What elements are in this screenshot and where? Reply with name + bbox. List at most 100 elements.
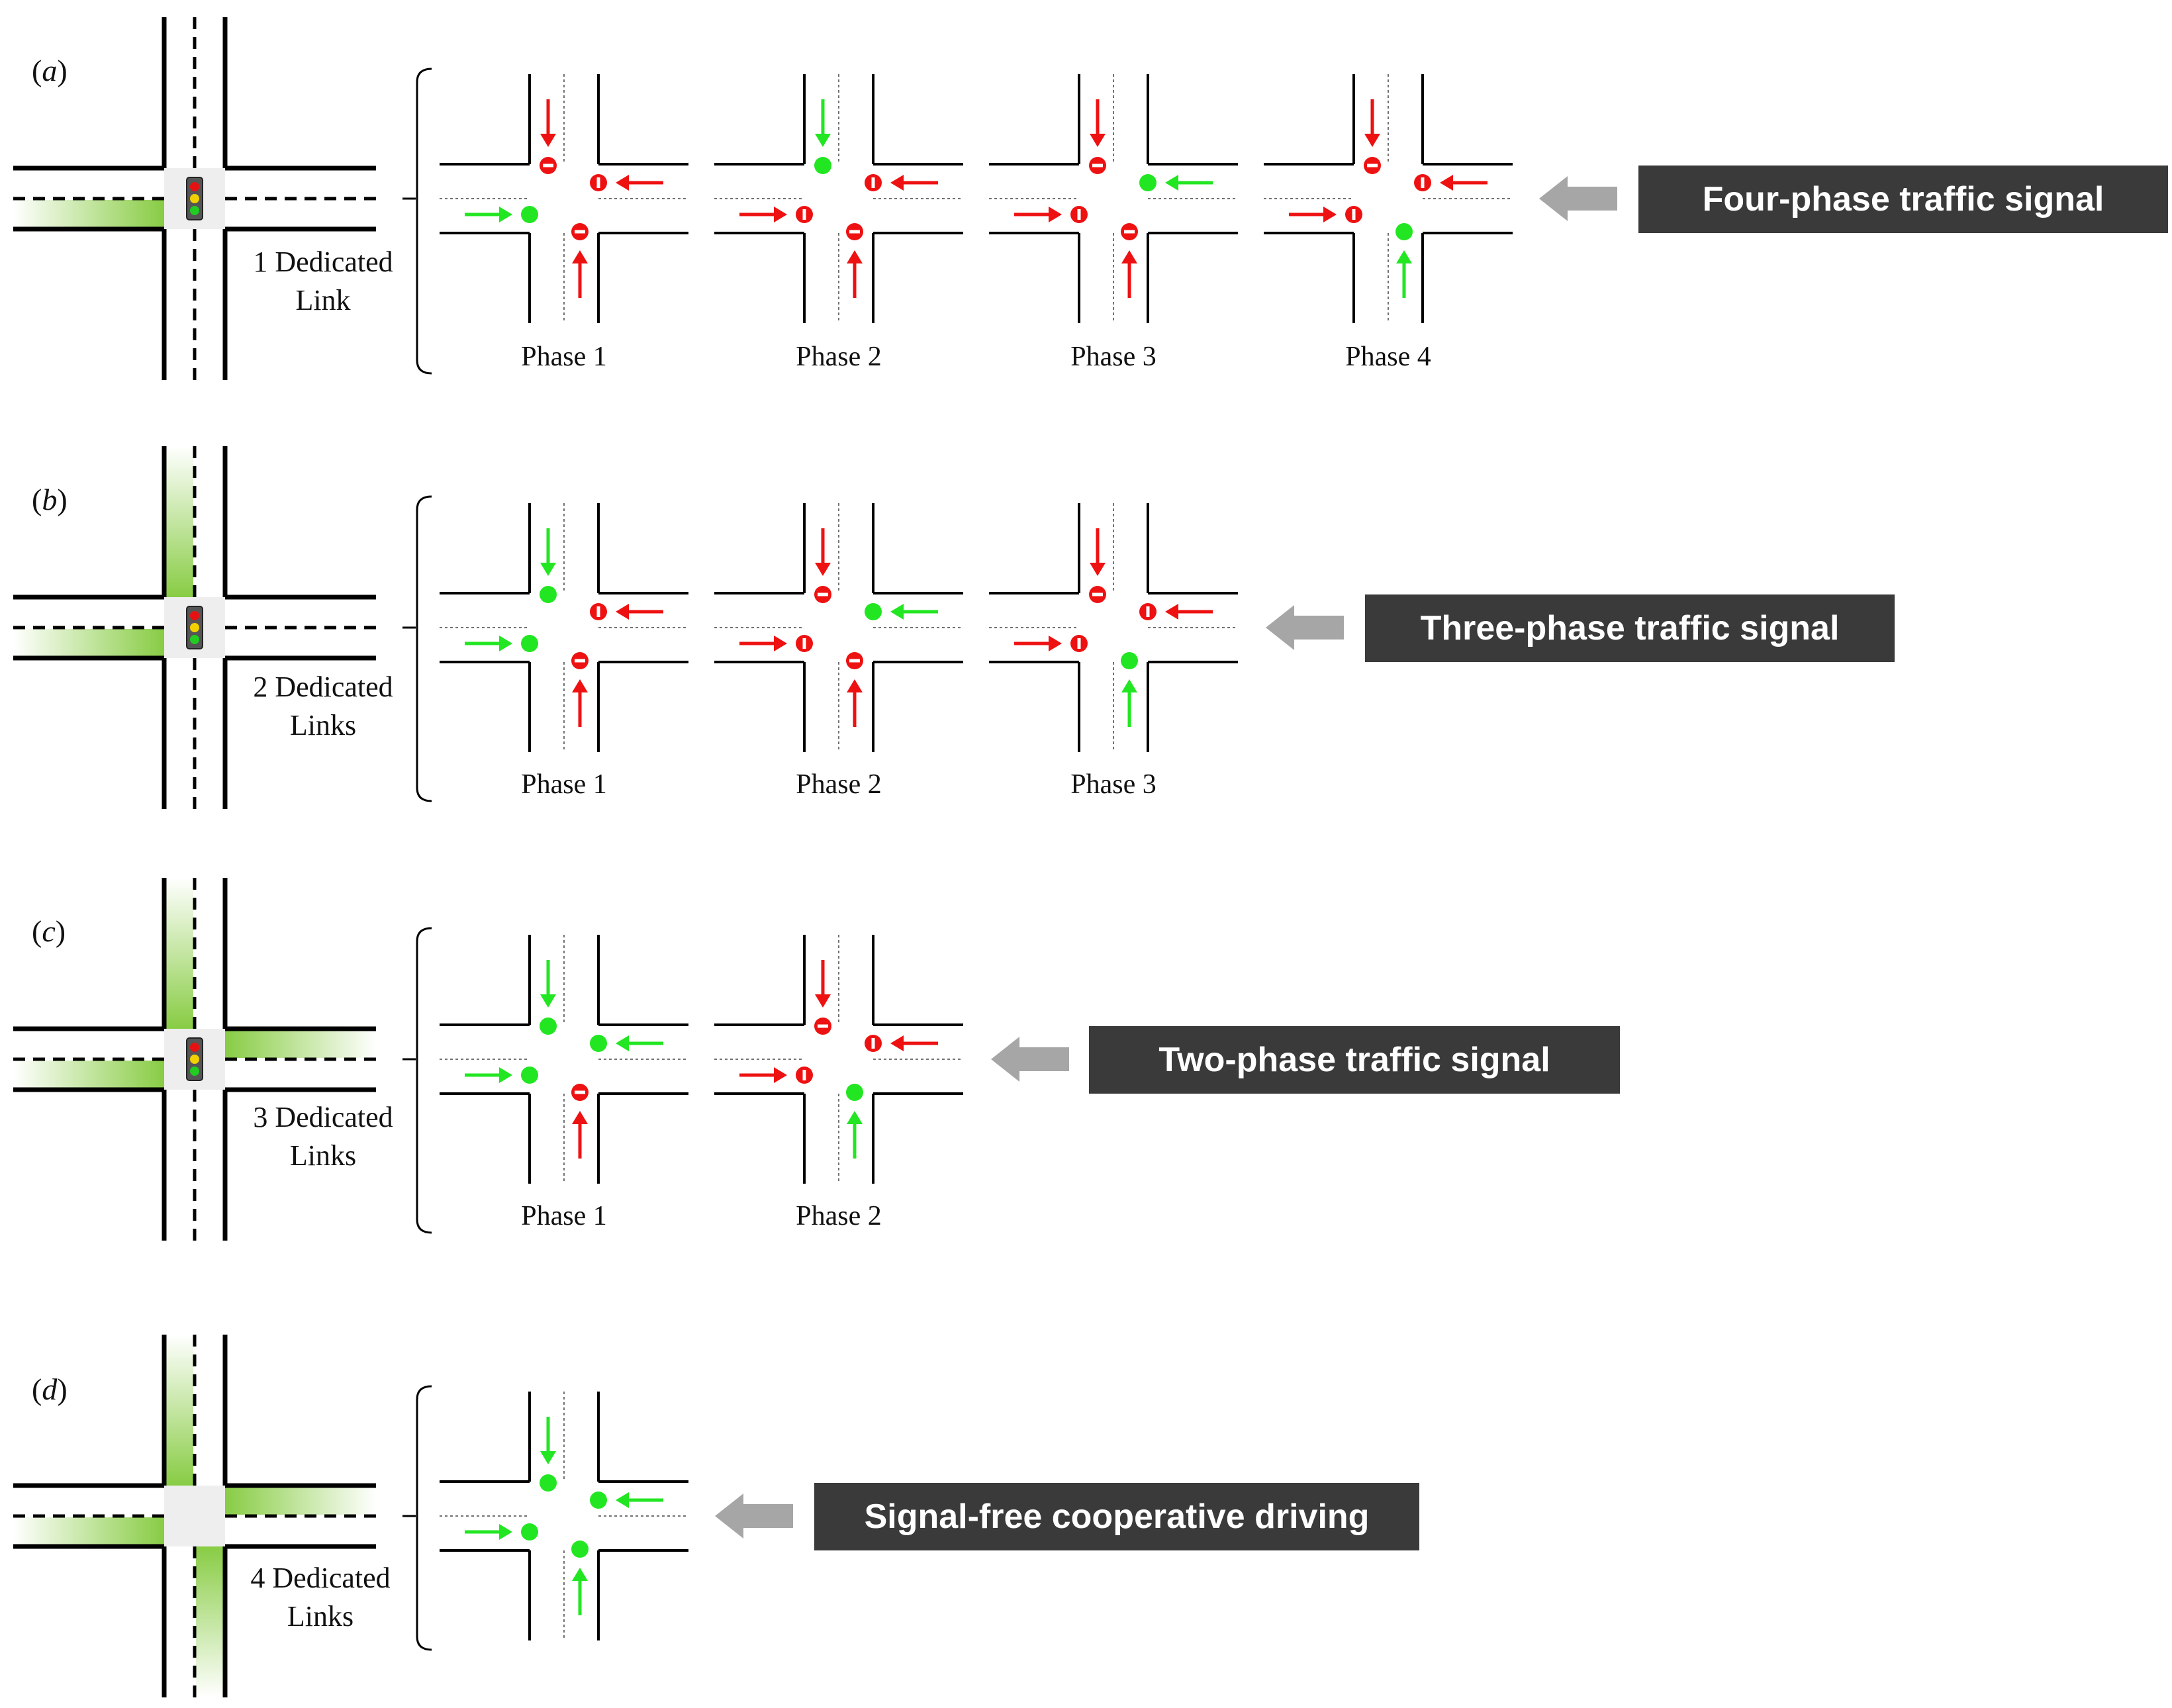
go-dot [846,1084,863,1101]
stop-bar [1077,638,1081,649]
stop-bar [1421,177,1425,188]
banner-text: Signal-free cooperative driving [865,1497,1370,1536]
stop-bar [575,230,585,234]
arrow-head [1090,563,1106,576]
arrow-icon [465,1524,512,1540]
panel-c: (c) 3 Dedicated Links Phase 1 Phase 2 Tw… [13,878,1620,1241]
arrow-head [815,134,831,147]
go-dot [521,1067,538,1084]
panel-letter: (a) [32,54,68,87]
stop-bar [871,1038,875,1049]
stop-bar [1146,606,1150,617]
dedicated-link-north [165,1335,193,1486]
arrow-icon [1440,175,1487,191]
banner-text: Two-phase traffic signal [1158,1041,1550,1079]
arrow-head [890,175,904,191]
arrow-head [890,604,904,620]
arrow-icon [1090,528,1106,576]
overview-intersection [13,1335,376,1697]
arrow-head [1165,175,1178,191]
dedicated-link-south [196,1546,224,1697]
arrow-head [1049,636,1062,651]
go-dot [865,603,882,620]
arrow-head [847,250,863,263]
go-dot [521,1523,538,1541]
stop-bar [849,659,860,663]
arrow-head [572,1568,588,1581]
phase-label-3: Phase 3 [1070,342,1157,372]
arrow-head [540,1451,556,1464]
arrow-head [540,563,556,576]
arrow-icon [1014,207,1062,222]
traffic-light-green [190,635,199,644]
arrow-icon [465,1067,512,1083]
arrow-icon [465,207,512,222]
link-label-line2: Links [290,1139,356,1172]
stop-bar [802,1070,806,1080]
link-label-line1: 3 Dedicated [253,1101,393,1133]
stop-bar [575,659,585,663]
dedicated-link-west [13,200,164,228]
arrow-icon [890,604,938,620]
banner-arrow [991,1037,1069,1082]
stop-bar [575,1090,585,1094]
phase-diagram-2 [714,503,963,752]
arrow-icon [815,99,831,147]
arrow-icon [540,1417,556,1464]
banner-text: Three-phase traffic signal [1421,609,1840,647]
phase-bracket [416,1385,432,1651]
banner-arrow [1539,176,1617,221]
stop-bar [596,177,600,188]
arrow-icon [540,960,556,1008]
arrow-head [572,679,588,692]
phase-diagram-3 [989,503,1238,752]
stop-bar [802,209,806,220]
arrow-icon [465,636,512,651]
stop-bar [1077,209,1081,220]
stop-bar [849,230,860,234]
traffic-light-red [190,182,199,191]
arrow-head [847,1111,863,1124]
go-dot [814,157,831,174]
arrow-head [815,563,831,576]
traffic-light-yellow [190,194,199,203]
arrow-icon [847,679,863,727]
arrow-icon [890,1035,938,1051]
go-dot [521,206,538,223]
arrow-icon [739,207,787,222]
stop-bar [1352,209,1356,220]
arrow-icon [815,960,831,1008]
arrow-icon [572,1568,588,1615]
phase-diagram-4 [1264,74,1513,323]
go-dot [1395,223,1413,240]
go-dot [590,1492,607,1509]
arrow-head [616,1492,629,1508]
arrow-icon [815,528,831,576]
arrow-icon [847,1111,863,1159]
link-label-line2: Link [295,284,350,316]
panel-b: (b) 2 Dedicated Links Phase 1 Phase 2 Ph… [13,446,1895,809]
phase-bracket [416,68,432,375]
banner [1365,594,1895,662]
arrow-head [815,994,831,1008]
go-dot [571,1541,589,1558]
arrow-head [1165,604,1178,620]
arrow-icon [1364,99,1380,147]
link-label-line1: 2 Dedicated [253,671,393,703]
arrow-head [1121,250,1137,263]
stop-bar [1124,230,1135,234]
arrow-head [1364,134,1380,147]
traffic-light-icon [186,1037,203,1081]
arrow-icon [1165,604,1213,620]
phase-diagram-2 [714,935,963,1184]
overview-intersection [13,878,376,1241]
arrow-icon [739,1067,787,1083]
traffic-light-yellow [190,1055,199,1064]
phase-label-3: Phase 3 [1070,769,1157,800]
arrow-head [540,134,556,147]
arrow-icon [1396,250,1412,298]
arrow-icon [1289,207,1337,222]
traffic-light-icon [186,177,203,220]
go-dot [1121,652,1138,669]
